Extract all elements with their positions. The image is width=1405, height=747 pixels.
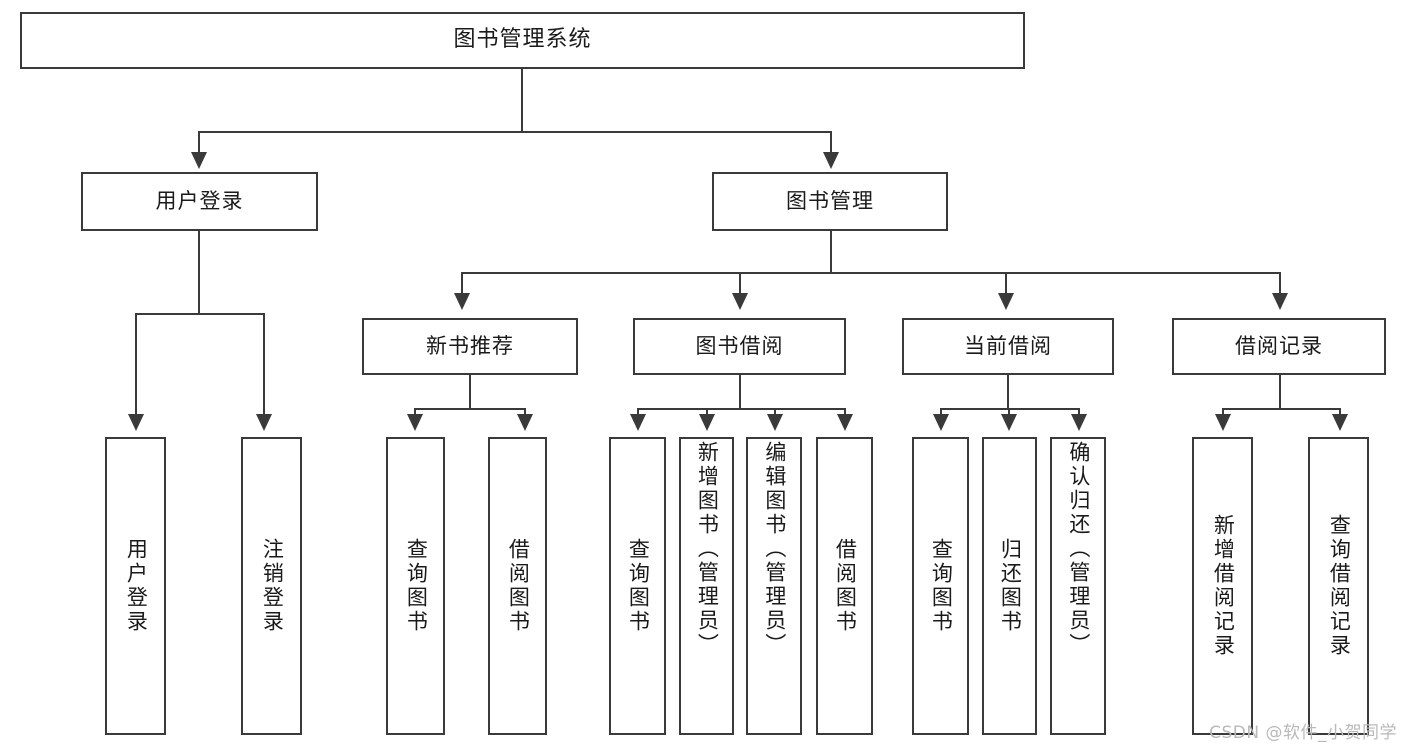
connector-drop-leaf-edit-book [774,408,776,416]
node-current-borrow-label: 当前借阅 [964,333,1052,358]
csdn-watermark: CSDN @软件_小贺同学 [1209,723,1397,743]
leaf-user-logout-label: 注销登录 [260,538,285,634]
connector-current-borrow-bar [940,408,1080,410]
leaf-query-book-2[interactable]: 查询图书 [609,437,666,735]
arrowhead-leaf-add-record [1215,414,1231,431]
connector-drop-leaf-borrow-book-2 [844,408,846,416]
node-book-manage[interactable]: 图书管理 [712,172,948,231]
connector-book-borrow-bar [637,408,846,410]
arrowhead-leaf-borrow-book-1 [517,414,533,431]
arrowhead-user-login [191,152,207,169]
leaf-query-book-1[interactable]: 查询图书 [386,437,445,735]
node-borrow-record[interactable]: 借阅记录 [1172,318,1386,375]
connector-root-stem [521,69,523,131]
leaf-user-login[interactable]: 用户登录 [105,437,166,735]
node-book-manage-label: 图书管理 [786,188,874,213]
leaf-user-login-label: 用户登录 [124,538,149,634]
arrowhead-current-borrow [998,293,1014,310]
arrowhead-borrow-record [1272,293,1288,310]
connector-drop-leaf-query-book-1 [414,408,416,416]
connector-drop-book-manage [830,131,832,154]
node-new-book-recommend[interactable]: 新书推荐 [362,318,578,375]
node-book-borrow[interactable]: 图书借阅 [633,318,846,375]
node-root[interactable]: 图书管理系统 [20,12,1025,69]
connector-drop-book-borrow [739,272,741,295]
arrowhead-leaf-edit-book [767,414,783,431]
leaf-query-book-1-label: 查询图书 [404,538,429,634]
connector-drop-leaf-query-record [1339,408,1341,416]
node-new-book-recommend-label: 新书推荐 [426,333,514,358]
leaf-borrow-book-1-label: 借阅图书 [506,538,531,634]
connector-drop-leaf-user-logout [263,313,265,416]
node-book-borrow-label: 图书借阅 [695,333,784,358]
node-user-login[interactable]: 用户登录 [81,172,318,231]
connector-drop-leaf-borrow-book-1 [524,408,526,416]
leaf-add-book[interactable]: 新增图书（管理员） [679,437,734,735]
arrowhead-leaf-borrow-book-2 [837,414,853,431]
connector-book-manage-bar [461,272,1281,274]
connector-root-bar [198,131,832,133]
leaf-edit-book[interactable]: 编辑图书（管理员） [746,437,802,735]
node-user-login-label: 用户登录 [155,188,244,213]
connector-drop-user-login [198,131,200,154]
arrowhead-leaf-user-logout [256,414,272,431]
arrowhead-book-manage [823,152,839,169]
arrowhead-leaf-user-login [128,414,144,431]
connector-drop-leaf-add-book [706,408,708,416]
leaf-confirm-return[interactable]: 确认归还（管理员） [1050,437,1106,735]
arrowhead-leaf-query-book-3 [933,414,949,431]
connector-drop-leaf-return-book [1008,408,1010,416]
connector-borrow-record-bar [1222,408,1339,410]
leaf-query-record-label: 查询借阅记录 [1327,514,1352,658]
connector-drop-leaf-query-book-2 [637,408,639,416]
node-borrow-record-label: 借阅记录 [1235,333,1323,358]
leaf-add-record-label: 新增借阅记录 [1211,514,1236,658]
connector-drop-current-borrow [1005,272,1007,295]
connector-book-borrow-stem [739,375,741,408]
leaf-query-record[interactable]: 查询借阅记录 [1308,437,1369,735]
connector-book-manage-stem [830,231,832,272]
leaf-query-book-3-label: 查询图书 [929,538,954,634]
node-current-borrow[interactable]: 当前借阅 [902,318,1114,375]
leaf-confirm-return-label: 确认归还（管理员） [1066,441,1091,657]
leaf-return-book-label: 归还图书 [998,538,1023,634]
connector-drop-leaf-user-login [135,313,137,416]
leaf-edit-book-label: 编辑图书（管理员） [762,441,787,657]
arrowhead-leaf-add-book [699,414,715,431]
leaf-add-record[interactable]: 新增借阅记录 [1192,437,1253,735]
arrowhead-leaf-query-book-2 [630,414,646,431]
leaf-user-logout[interactable]: 注销登录 [241,437,302,735]
leaf-return-book[interactable]: 归还图书 [982,437,1037,735]
connector-drop-borrow-record [1279,272,1281,295]
leaf-borrow-book-2[interactable]: 借阅图书 [816,437,873,735]
connector-drop-leaf-query-book-3 [940,408,942,416]
connector-new-book-recommend-bar [414,408,524,410]
connector-current-borrow-stem [1007,375,1009,408]
connector-drop-leaf-add-record [1222,408,1224,416]
arrowhead-new-book-recommend [454,293,470,310]
connector-user-login-stem [198,231,200,313]
arrowhead-book-borrow [732,293,748,310]
connector-new-book-recommend-stem [469,375,471,408]
leaf-borrow-book-1[interactable]: 借阅图书 [488,437,547,735]
connector-borrow-record-stem [1279,375,1281,408]
connector-drop-new-book-recommend [461,272,463,295]
node-root-label: 图书管理系统 [453,27,592,53]
leaf-query-book-2-label: 查询图书 [626,538,651,634]
arrowhead-leaf-return-book [1001,414,1017,431]
leaf-add-book-label: 新增图书（管理员） [695,441,720,657]
leaf-borrow-book-2-label: 借阅图书 [833,538,858,634]
arrowhead-leaf-query-record [1332,414,1348,431]
connector-drop-leaf-confirm-return [1078,408,1080,416]
arrowhead-leaf-confirm-return [1071,414,1087,431]
leaf-query-book-3[interactable]: 查询图书 [912,437,969,735]
connector-user-login-bar [135,313,263,315]
arrowhead-leaf-query-book-1 [407,414,423,431]
